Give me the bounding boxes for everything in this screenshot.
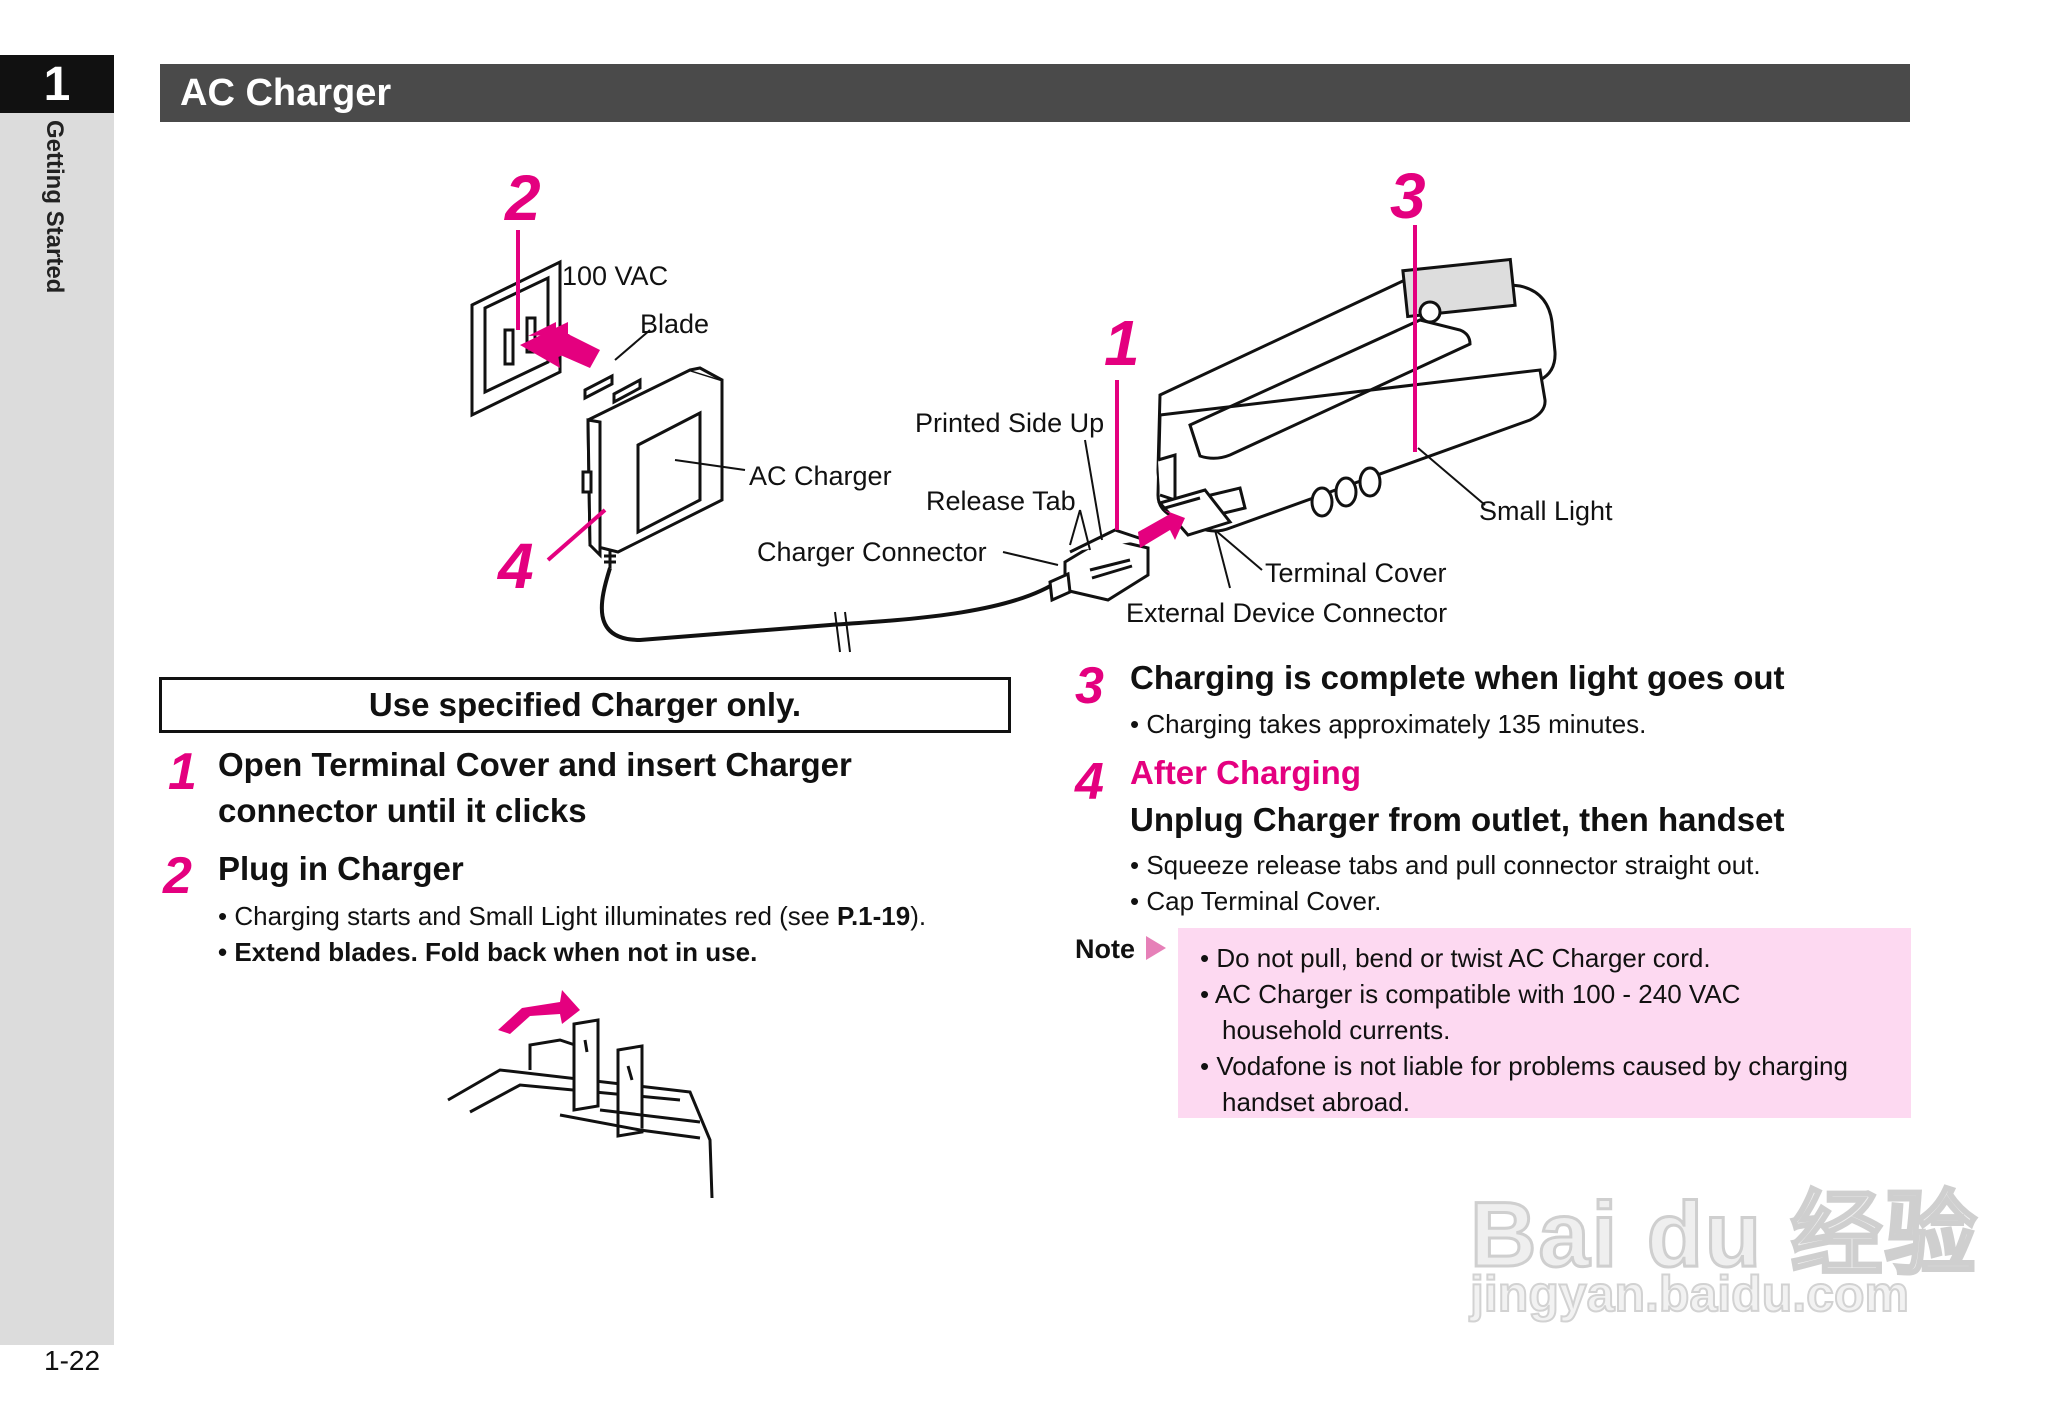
chapter-sidebar bbox=[0, 55, 114, 1345]
step-4-subtitle: After Charging bbox=[1130, 754, 1361, 791]
note-item-3-cont: handset abroad. bbox=[1222, 1087, 1410, 1117]
label-release-tab: Release Tab bbox=[926, 486, 1076, 516]
callout-1: 1 bbox=[1104, 307, 1140, 379]
warning-box: Use specified Charger only. bbox=[159, 677, 1011, 733]
step-3-number: 3 bbox=[1075, 657, 1104, 715]
insert-arrow-handset bbox=[1138, 510, 1185, 548]
fold-arrow bbox=[498, 990, 580, 1034]
baidu-watermark-logo: Bai du 经验 bbox=[1469, 1183, 1979, 1288]
step-2-bullet-2: • Extend blades. Fold back when not in u… bbox=[218, 937, 758, 967]
callout-2: 2 bbox=[504, 162, 541, 234]
callout-3: 3 bbox=[1390, 160, 1426, 232]
leader-lines bbox=[614, 329, 1486, 589]
step-1-title-line1: Open Terminal Cover and insert Charger bbox=[218, 746, 852, 783]
handset-illustration bbox=[1156, 257, 1557, 533]
step-4-number: 4 bbox=[1075, 753, 1104, 811]
blade-fold-illustration bbox=[447, 1018, 714, 1199]
note-item-2-cont: household currents. bbox=[1222, 1015, 1451, 1045]
page-number: 1-22 bbox=[44, 1345, 101, 1376]
step-1-number: 1 bbox=[168, 743, 197, 801]
step-1-title-line2: connector until it clicks bbox=[218, 792, 587, 829]
section-title-bar: AC Charger bbox=[160, 64, 1910, 122]
label-external-device-connector: External Device Connector bbox=[1126, 598, 1447, 628]
step-4-bullet-1: • Squeeze release tabs and pull connecto… bbox=[1130, 850, 1761, 880]
charger-connector-illustration bbox=[1048, 528, 1150, 603]
note-item-1: • Do not pull, bend or twist AC Charger … bbox=[1200, 943, 1711, 973]
step-2-title: Plug in Charger bbox=[218, 850, 464, 887]
note-label: Note bbox=[1075, 934, 1135, 964]
label-printed-side-up: Printed Side Up bbox=[915, 408, 1104, 438]
callout-lines bbox=[516, 225, 1417, 562]
ac-charger-illustration bbox=[581, 366, 1081, 653]
note-box bbox=[1178, 928, 1911, 1118]
step-3-bullet: • Charging takes approximately 135 minut… bbox=[1130, 709, 1647, 739]
note-item-3: • Vodafone is not liable for problems ca… bbox=[1200, 1051, 1848, 1081]
label-100-vac: 100 VAC bbox=[562, 261, 668, 291]
chapter-number-tab: 1 bbox=[0, 55, 114, 113]
plug-arrow bbox=[520, 322, 600, 368]
callout-4: 4 bbox=[496, 530, 534, 602]
wall-outlet-illustration bbox=[470, 259, 562, 418]
step-4-bullet-2: • Cap Terminal Cover. bbox=[1130, 886, 1382, 916]
step-4-title: Unplug Charger from outlet, then handset bbox=[1130, 801, 1785, 838]
label-small-light: Small Light bbox=[1479, 496, 1613, 526]
step-2-number: 2 bbox=[163, 847, 192, 905]
baidu-watermark-url: jingyan.baidu.com bbox=[1469, 1265, 1910, 1323]
label-terminal-cover: Terminal Cover bbox=[1265, 558, 1447, 588]
label-blade: Blade bbox=[640, 309, 709, 339]
step-2-bullet-1: • Charging starts and Small Light illumi… bbox=[218, 901, 927, 931]
label-charger-connector: Charger Connector bbox=[757, 537, 987, 567]
insert-arrow-outlet bbox=[528, 322, 596, 358]
step-3-title: Charging is complete when light goes out bbox=[1130, 659, 1785, 696]
note-item-2: • AC Charger is compatible with 100 - 24… bbox=[1200, 979, 1741, 1009]
label-ac-charger: AC Charger bbox=[749, 461, 892, 491]
section-title: AC Charger bbox=[180, 72, 392, 114]
note-arrow-icon bbox=[1146, 936, 1166, 960]
